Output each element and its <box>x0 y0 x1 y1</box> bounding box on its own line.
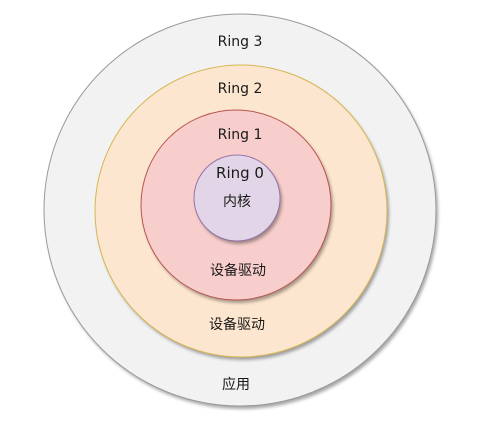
ring-0-title: Ring 0 <box>216 164 264 182</box>
ring-1-title: Ring 1 <box>218 127 263 143</box>
ring-1-label: 设备驱动 <box>210 262 266 279</box>
ring-0-circle <box>194 155 280 241</box>
ring-3-label: 应用 <box>222 376 250 393</box>
ring-3-outline <box>43 13 437 407</box>
ring-0-outline <box>193 154 281 242</box>
ring-0 <box>193 154 281 242</box>
ring-1-outline <box>140 109 332 301</box>
ring-2-title: Ring 2 <box>218 81 263 97</box>
ring-0-label: 内核 <box>223 194 251 210</box>
ring-2-label: 设备驱动 <box>209 316 265 333</box>
ring-2-outline <box>94 64 388 358</box>
ring-3-title: Ring 3 <box>218 34 263 50</box>
